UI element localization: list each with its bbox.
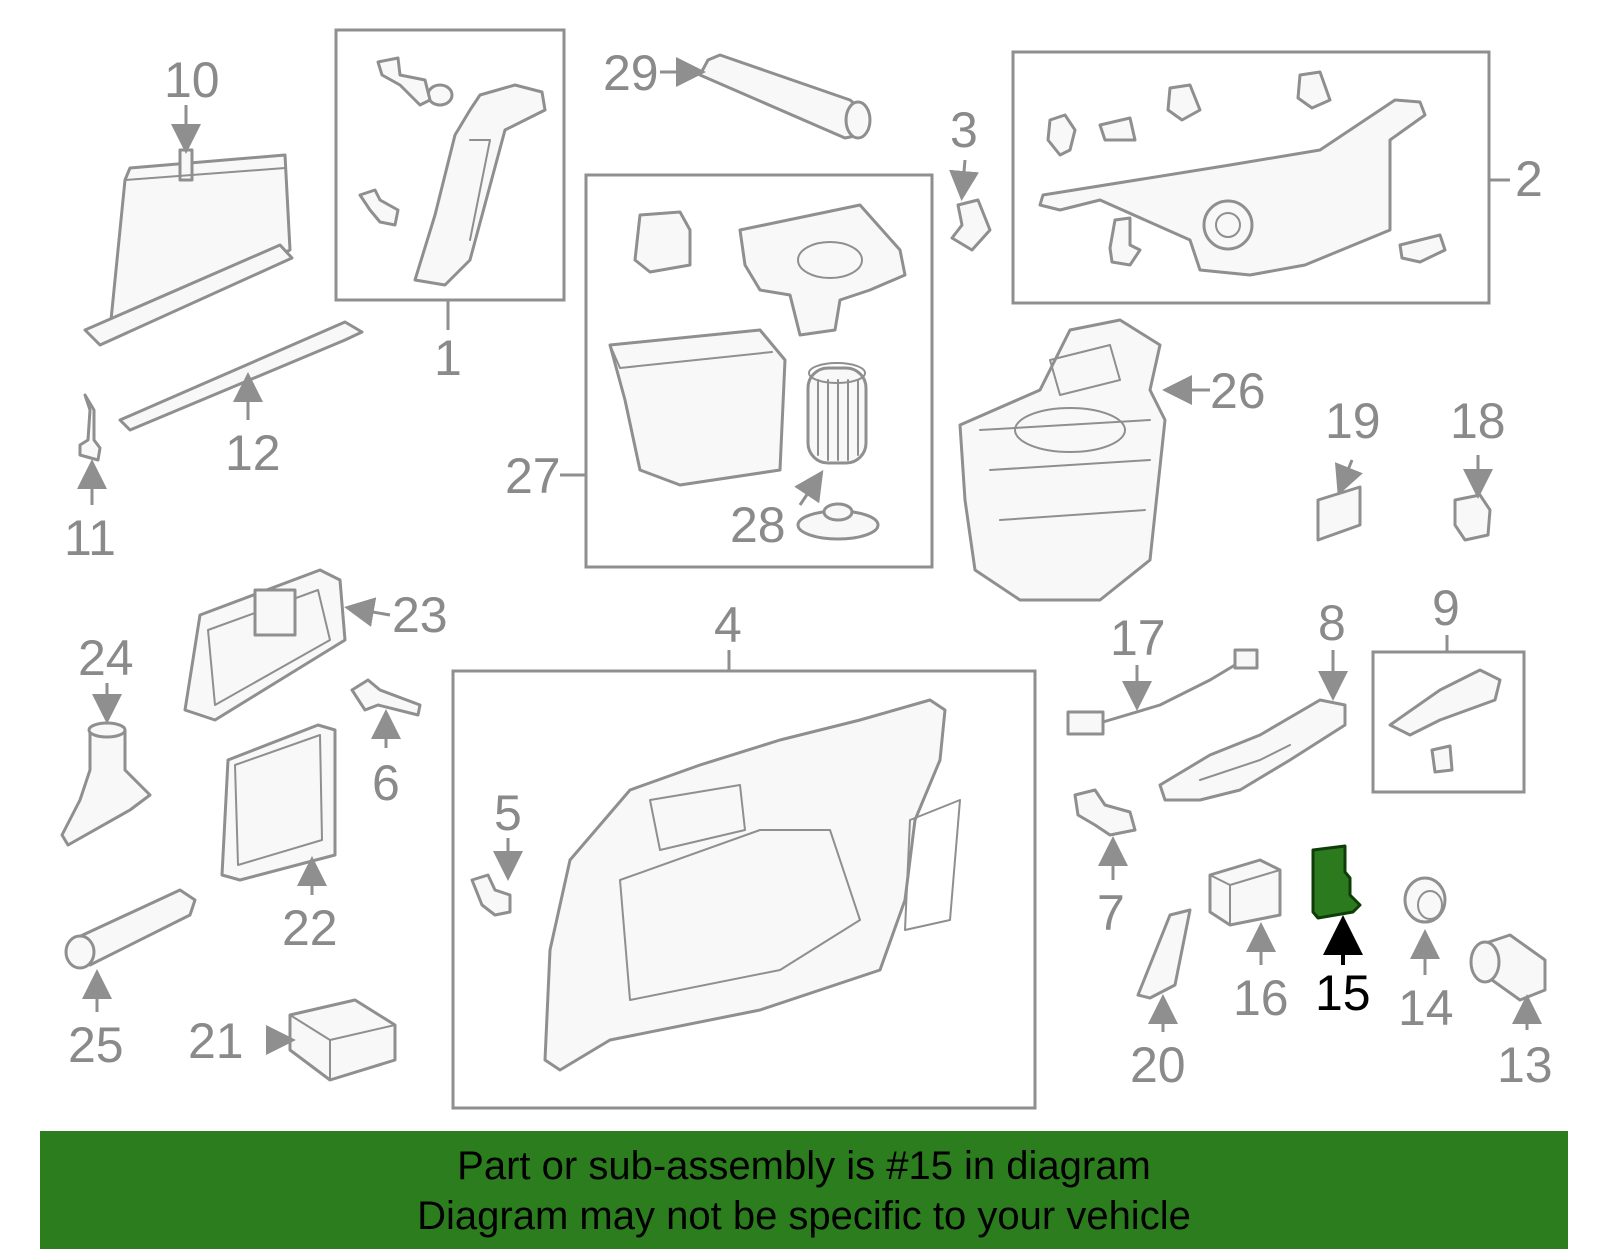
part-25-end xyxy=(64,934,96,970)
callout-4: 4 xyxy=(714,597,742,653)
part-20-gasket xyxy=(1136,908,1192,1000)
part-10-shade-panel xyxy=(83,148,294,347)
part-29-rod xyxy=(698,53,872,140)
banner-line-1: Part or sub-assembly is #15 in diagram xyxy=(457,1144,1151,1188)
callout-22: 22 xyxy=(282,900,338,956)
part-2-cross-trim xyxy=(1038,70,1447,277)
callout-8: 8 xyxy=(1318,595,1346,651)
part-24-top xyxy=(87,721,127,739)
part-7-screw xyxy=(1073,788,1137,837)
part-12-trim-strip xyxy=(118,320,364,432)
group-box-27 xyxy=(584,173,934,569)
part-15-bracket-highlighted xyxy=(1311,844,1362,920)
callout-3: 3 xyxy=(950,102,978,158)
callout-9: 9 xyxy=(1432,580,1460,636)
part-8-handle xyxy=(1158,698,1347,802)
part-18-clip xyxy=(1453,493,1492,542)
callout-10: 10 xyxy=(164,52,220,108)
callout-25: 25 xyxy=(68,1017,124,1073)
callout-16: 16 xyxy=(1233,970,1289,1026)
part-27-tray-group xyxy=(608,203,907,541)
info-banner: Part or sub-assembly is #15 in diagram D… xyxy=(40,1131,1568,1249)
callout-7: 7 xyxy=(1097,885,1125,941)
part-17-harness xyxy=(1066,648,1259,736)
leader-lines xyxy=(77,57,1542,1055)
part-22-panel xyxy=(220,723,337,882)
callout-28: 28 xyxy=(730,497,786,553)
part-24-boot xyxy=(60,728,152,847)
callout-6: 6 xyxy=(372,755,400,811)
callout-24: 24 xyxy=(78,630,134,686)
callout-26: 26 xyxy=(1210,363,1266,419)
callout-12: 12 xyxy=(225,425,281,481)
part-11-clip xyxy=(78,393,102,462)
callout-21: 21 xyxy=(188,1013,244,1069)
group-box-4 xyxy=(451,669,1037,1110)
part-16-block xyxy=(1208,858,1282,927)
part-5-screw xyxy=(470,873,512,917)
callout-29: 29 xyxy=(603,45,659,101)
callout-15: 15 xyxy=(1315,965,1371,1021)
part-23-bezel-frame xyxy=(183,568,347,722)
callout-20: 20 xyxy=(1130,1037,1186,1093)
part-14-socket xyxy=(1403,876,1447,924)
part-21-switch xyxy=(288,998,397,1082)
callout-18: 18 xyxy=(1450,393,1506,449)
callout-27: 27 xyxy=(505,448,561,504)
part-13-bulb-socket xyxy=(1469,933,1547,1002)
part-1-pillar-trim xyxy=(358,56,547,287)
callout-1: 1 xyxy=(434,330,462,386)
part-19-bezel xyxy=(1316,485,1362,542)
callout-2: 2 xyxy=(1515,151,1543,207)
callout-11: 11 xyxy=(64,510,116,566)
callout-23: 23 xyxy=(392,587,448,643)
part-4-quarter-panel xyxy=(543,698,961,1072)
callout-17: 17 xyxy=(1110,610,1166,666)
part-9-handle-cover xyxy=(1388,668,1502,774)
callout-labels: 10 1 29 3 2 26 19 18 27 28 12 11 23 24 4… xyxy=(64,45,1553,1093)
group-box-2 xyxy=(1011,50,1491,305)
part-26-pump-module xyxy=(958,318,1167,602)
callout-13: 13 xyxy=(1497,1037,1553,1093)
part-3-tab xyxy=(950,198,992,252)
callout-14: 14 xyxy=(1398,980,1454,1036)
group-box-1 xyxy=(334,28,566,302)
banner-line-2: Diagram may not be specific to your vehi… xyxy=(417,1194,1191,1238)
callout-19: 19 xyxy=(1325,393,1381,449)
callout-5: 5 xyxy=(494,785,522,841)
part-6-screw xyxy=(350,678,422,717)
